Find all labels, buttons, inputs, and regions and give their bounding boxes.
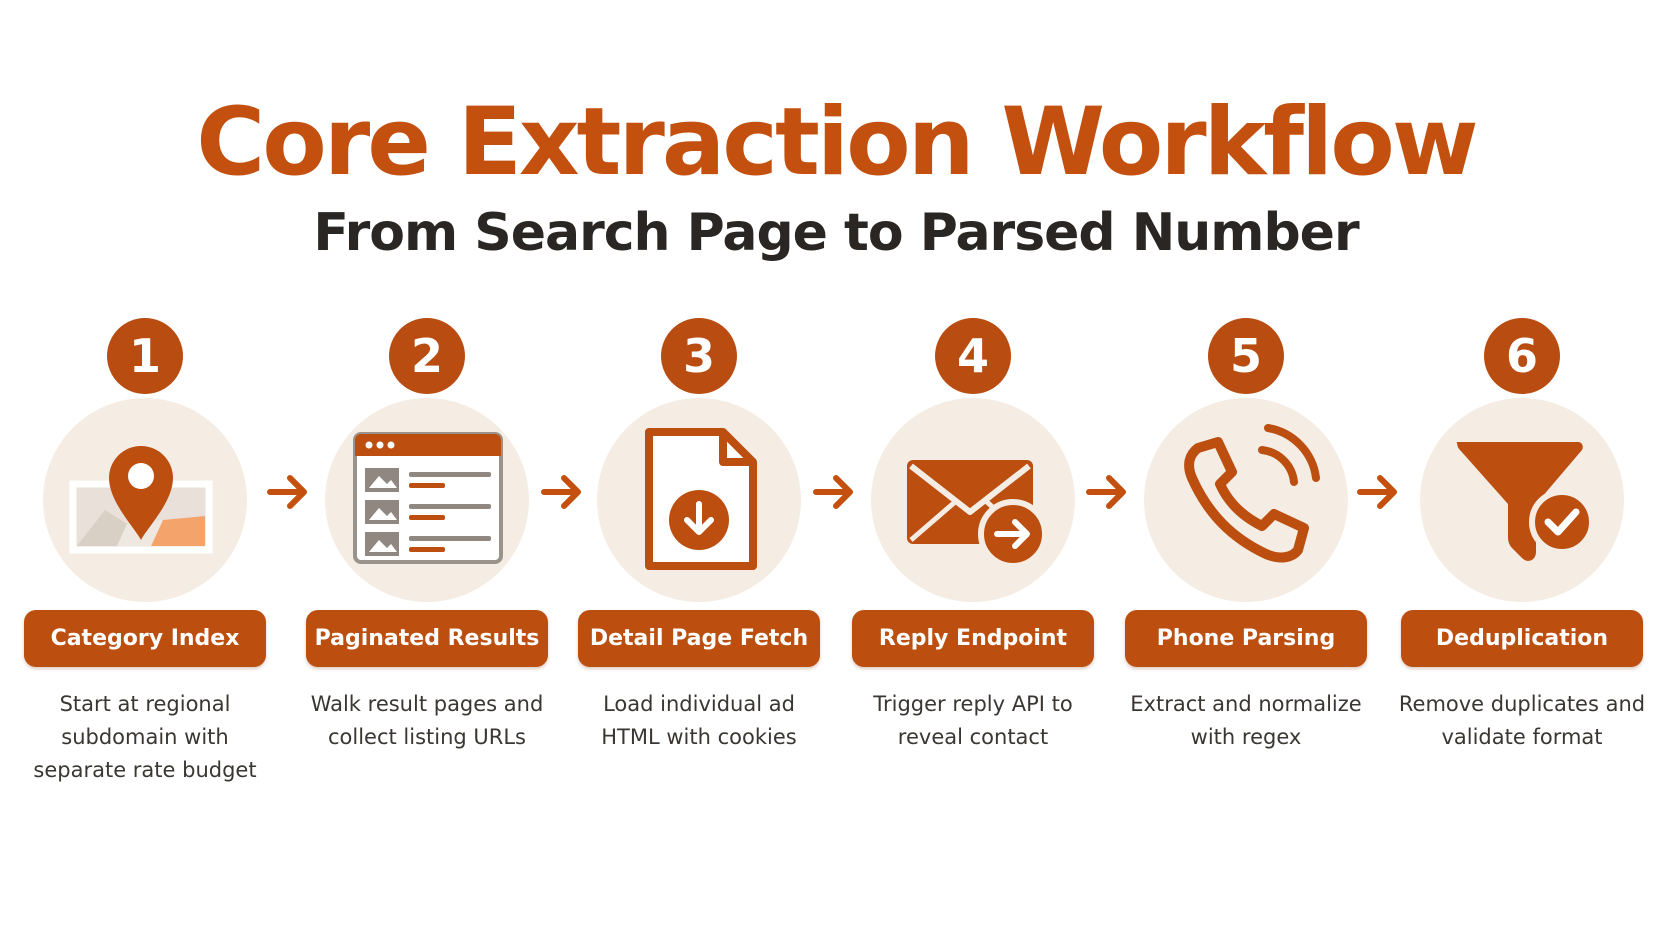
arrow-right-icon (540, 472, 586, 512)
step-description: Start at regional subdomain with separat… (33, 692, 257, 782)
page-title: Core Extraction Workflow (196, 88, 1478, 197)
step-description: Extract and normalize with regex (1130, 692, 1362, 749)
arrow-right-icon (812, 472, 858, 512)
step-description: Load individual ad HTML with cookies (601, 692, 797, 749)
envelope-send-icon (871, 398, 1075, 602)
arrow-right-icon (1085, 472, 1131, 512)
step-label: Phone Parsing (1125, 610, 1367, 667)
step-label: Paginated Results (306, 610, 548, 667)
results-page-icon (325, 398, 529, 602)
step-label: Category Index (24, 610, 266, 667)
step-description: Walk result pages and collect listing UR… (310, 692, 544, 749)
step-number-badge: 3 (661, 318, 737, 394)
arrow-right-icon (266, 472, 312, 512)
step-label: Reply Endpoint (852, 610, 1094, 667)
page-subtitle: From Search Page to Parsed Number (313, 203, 1359, 263)
phone-icon (1144, 398, 1348, 602)
arrow-right-icon (1356, 472, 1402, 512)
filter-check-icon (1420, 398, 1624, 602)
step-number-badge: 4 (935, 318, 1011, 394)
step-number-badge: 1 (107, 318, 183, 394)
step-label: Detail Page Fetch (578, 610, 820, 667)
document-download-icon (597, 398, 801, 602)
step-description: Trigger reply API to reveal contact (873, 692, 1073, 749)
step-number-badge: 6 (1484, 318, 1560, 394)
step-number-badge: 5 (1208, 318, 1284, 394)
step-number-badge: 2 (389, 318, 465, 394)
step-label: Deduplication (1401, 610, 1643, 667)
step-description: Remove duplicates and validate format (1398, 692, 1646, 749)
map-pin-icon (43, 398, 247, 602)
